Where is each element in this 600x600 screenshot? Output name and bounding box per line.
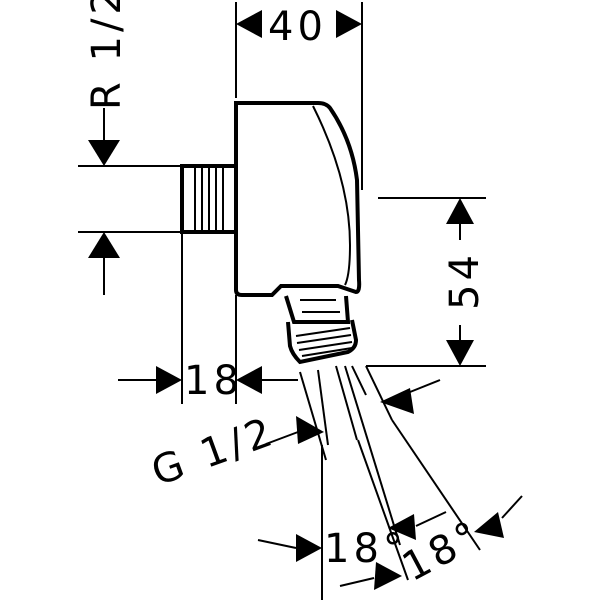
label-inlet-thread: R 1/2	[84, 0, 130, 110]
dimension-angles	[257, 445, 523, 600]
label-depth: 18	[184, 358, 243, 404]
dimension-height	[366, 197, 486, 367]
dimension-inlet-thread	[78, 108, 182, 295]
hose-lines	[317, 365, 481, 581]
dimension-outlet-thread	[265, 371, 441, 461]
dimension-depth	[118, 232, 298, 404]
dimension-width	[235, 2, 363, 190]
label-height: 54	[442, 251, 488, 310]
wall-outlet-body	[234, 101, 362, 297]
label-outlet-thread: G 1/2	[146, 408, 282, 495]
label-width: 40	[268, 4, 327, 50]
label-angle-left: 18°	[324, 526, 407, 572]
inlet-thread-stub	[180, 164, 238, 234]
outlet-connector	[284, 295, 359, 365]
